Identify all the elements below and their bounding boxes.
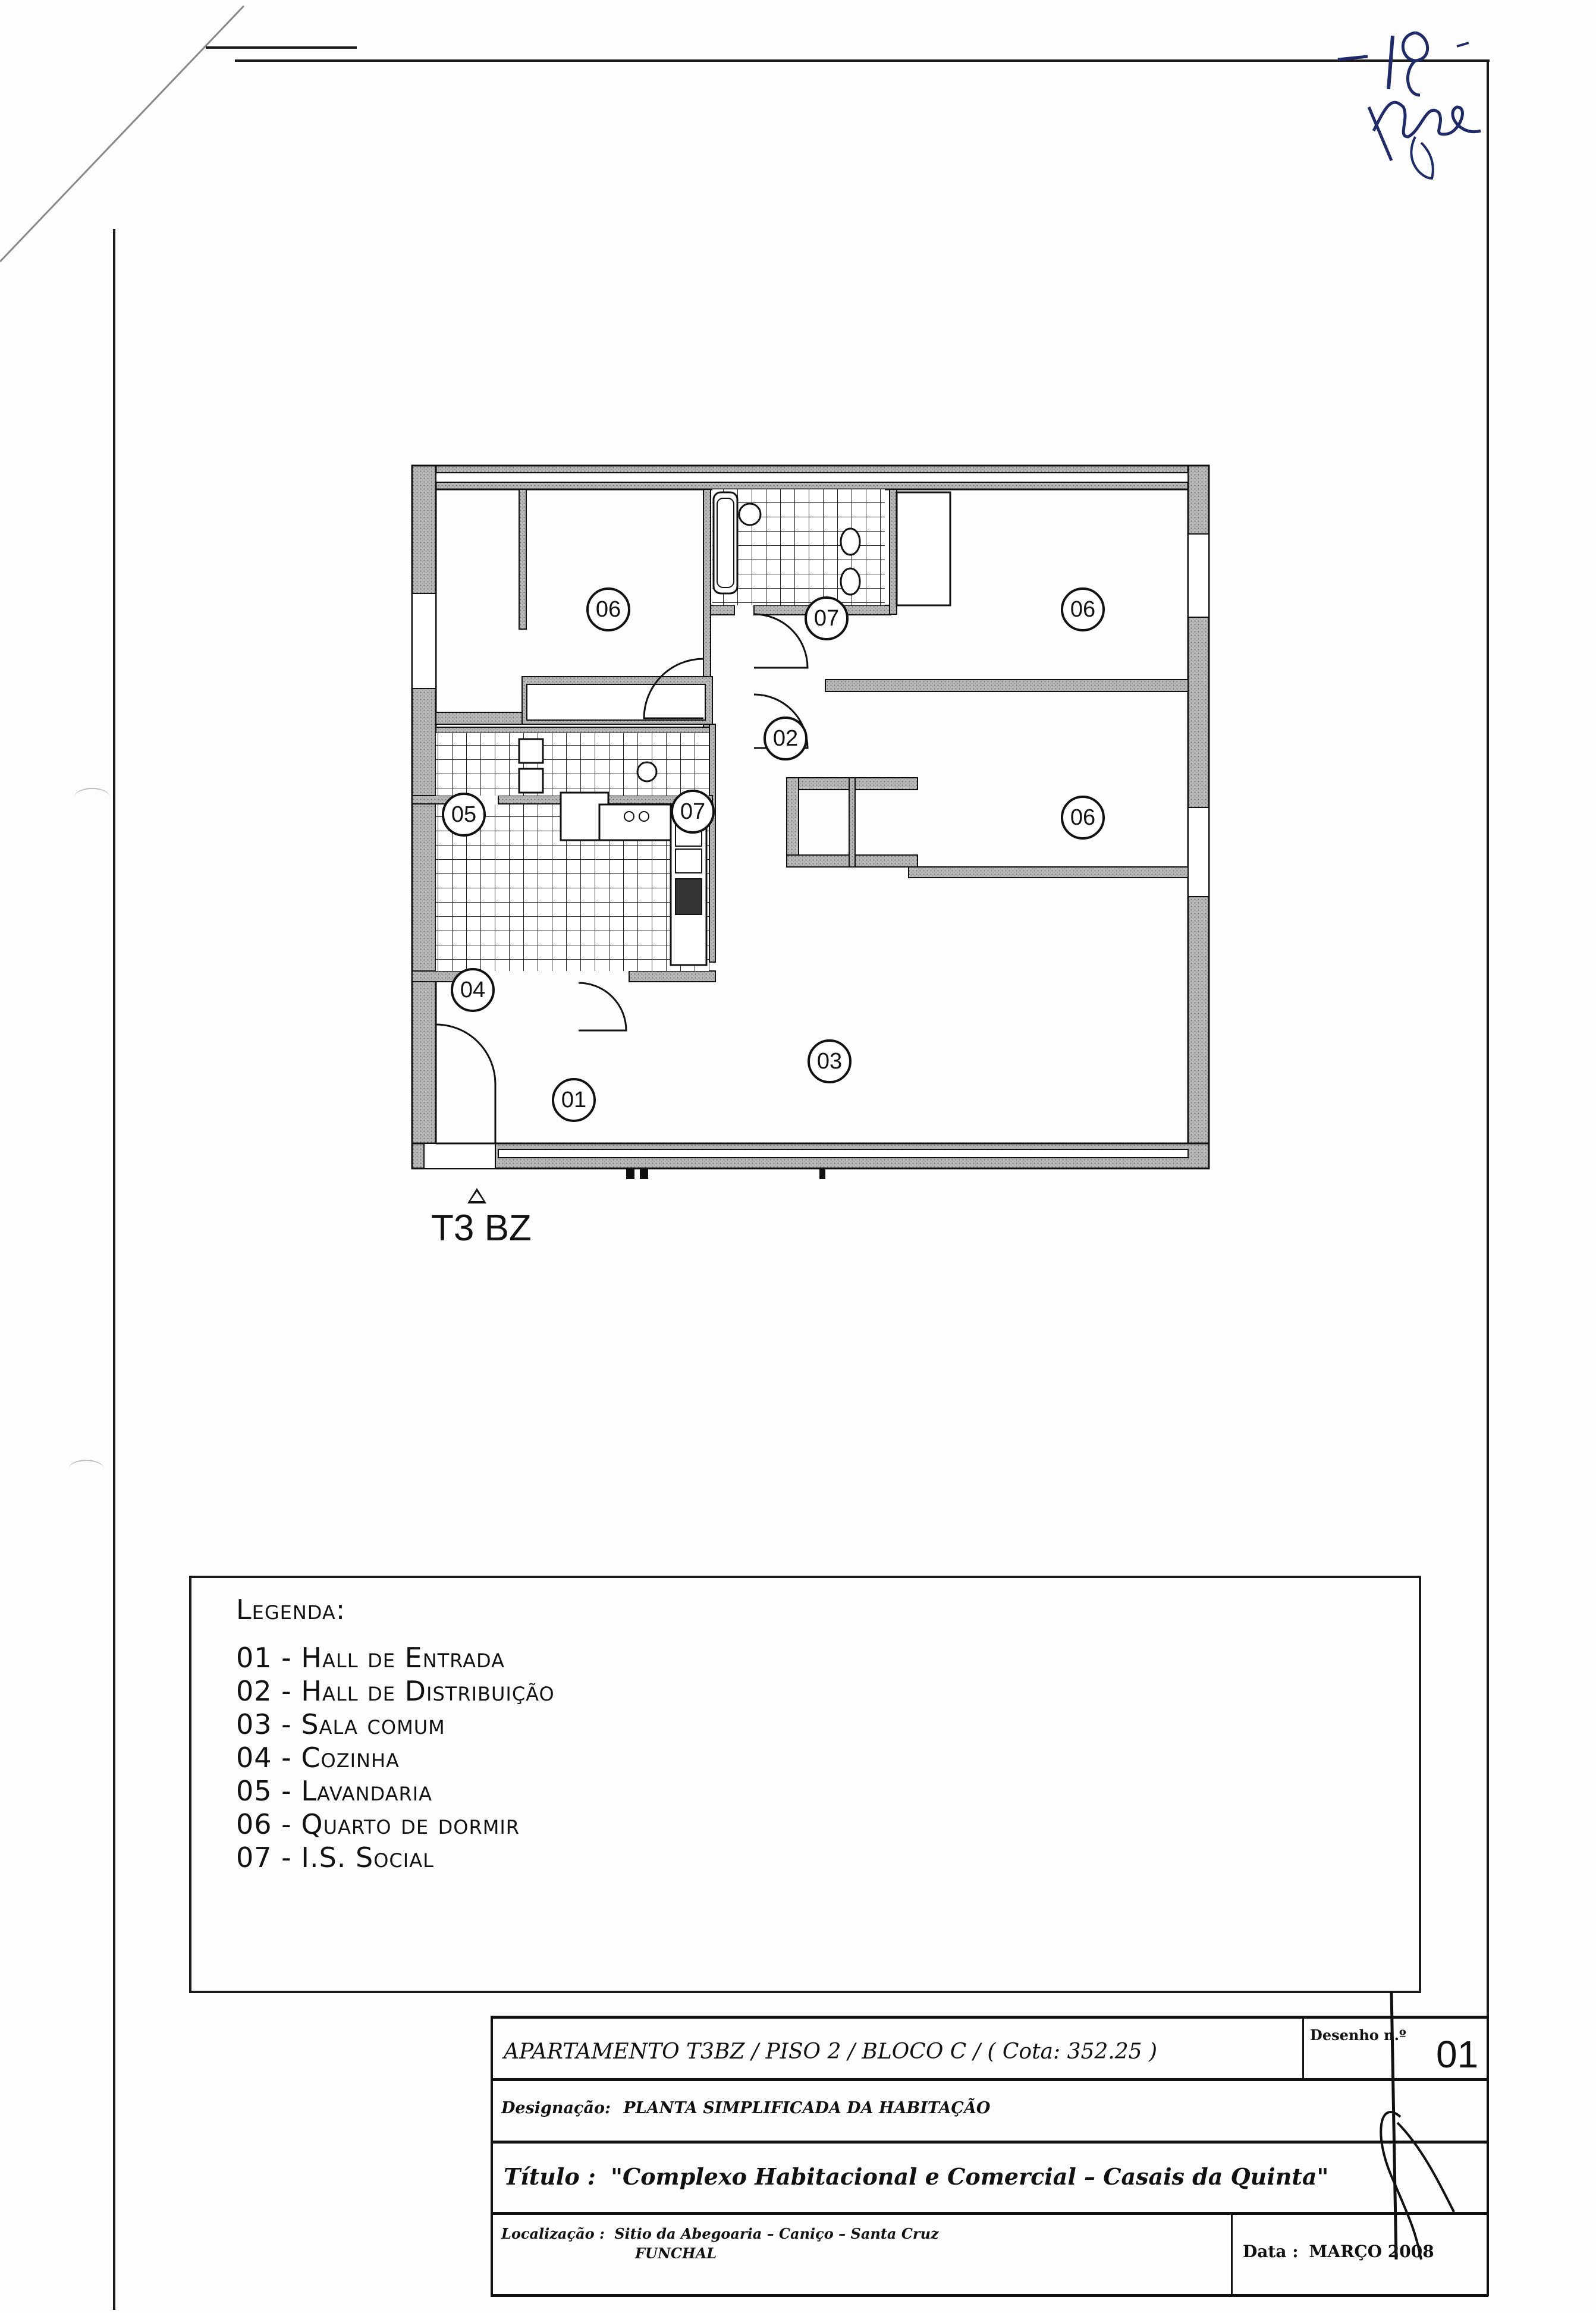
legend-item: 02 - Hall de Distribuição (236, 1675, 555, 1707)
floor-plan: 06 07 06 02 05 07 06 04 03 01 (409, 460, 1215, 1179)
legend-item: 03 - Sala comum (236, 1708, 445, 1740)
room-label-07: 07 (671, 790, 715, 834)
row-divider (491, 2016, 1488, 2019)
room-label-02: 02 (764, 716, 808, 760)
drawing-number-divider (1302, 2016, 1304, 2078)
legend-item: 07 - I.S. Social (236, 1841, 434, 1874)
project-title-label: Título : (504, 2163, 596, 2190)
room-label-07: 07 (805, 596, 849, 640)
room-label-06: 06 (586, 587, 630, 631)
page-frame-right (1487, 59, 1489, 2081)
designation-label: Designação: (501, 2099, 611, 2117)
location-row: Localização : Sitio da Abegoaria – Caniç… (501, 2225, 939, 2242)
row-divider (491, 2141, 1488, 2144)
project-title-value: "Complexo Habitacional e Comercial – Cas… (611, 2163, 1329, 2190)
handwritten-page-number (1337, 31, 1481, 180)
room-label-06: 06 (1061, 587, 1105, 631)
legend-item: 01 - Hall de Entrada (236, 1642, 505, 1674)
apartment-designation: APARTAMENTO T3BZ / PISO 2 / BLOCO C / ( … (504, 2039, 1158, 2064)
project-title-row: Título : "Complexo Habitacional e Comerc… (504, 2163, 1328, 2190)
room-label-03: 03 (808, 1039, 852, 1083)
page-frame-top (235, 59, 1490, 62)
legend-title: Legenda: (236, 1594, 346, 1626)
row-divider (491, 2212, 1488, 2215)
title-block-left-border (491, 2016, 493, 2296)
drawing-number-label: Desenho n.º (1310, 2026, 1406, 2044)
designation-row: Designação: PLANTA SIMPLIFICADA DA HABIT… (501, 2099, 990, 2117)
page-frame-left (113, 229, 115, 2310)
title-block-right-border (1487, 2016, 1489, 2296)
designation-value: PLANTA SIMPLIFICADA DA HABITAÇÃO (623, 2099, 991, 2117)
unit-marker-triangle-icon (467, 1188, 486, 1203)
room-label-06: 06 (1061, 796, 1105, 840)
location-line2: FUNCHAL (635, 2245, 717, 2262)
drawing-number: 01 (1436, 2033, 1479, 2076)
signature (1380, 1991, 1455, 2260)
punch-hole (74, 788, 110, 807)
legend-item: 06 - Quarto de dormir (236, 1808, 520, 1840)
date-divider (1231, 2212, 1233, 2295)
title-block: APARTAMENTO T3BZ / PISO 2 / BLOCO C / ( … (491, 2016, 1489, 2301)
date-label: Data : (1243, 2242, 1299, 2261)
date-row: Data : MARÇO 2008 (1243, 2242, 1434, 2261)
date-value: MARÇO 2008 (1309, 2242, 1434, 2261)
legend-list: 01 - Hall de Entrada 02 - Hall de Distri… (236, 1641, 555, 1874)
room-label-01: 01 (552, 1078, 596, 1122)
unit-marker-label: T3 BZ (431, 1208, 532, 1249)
floor-plan-drawing (411, 464, 1210, 1179)
location-label: Localização : (501, 2225, 605, 2242)
row-divider (491, 2078, 1488, 2081)
room-label-04: 04 (451, 968, 495, 1012)
room-label-05: 05 (442, 793, 486, 837)
row-divider (491, 2294, 1488, 2297)
legend-item: 04 - Cozinha (236, 1742, 400, 1774)
location-line1: Sitio da Abegoaria – Caniço – Santa Cruz (614, 2225, 939, 2242)
folded-corner-line (0, 5, 357, 263)
legend-box (189, 1576, 1421, 1993)
legend-item: 05 - Lavandaria (236, 1775, 433, 1807)
punch-hole (68, 1460, 104, 1479)
